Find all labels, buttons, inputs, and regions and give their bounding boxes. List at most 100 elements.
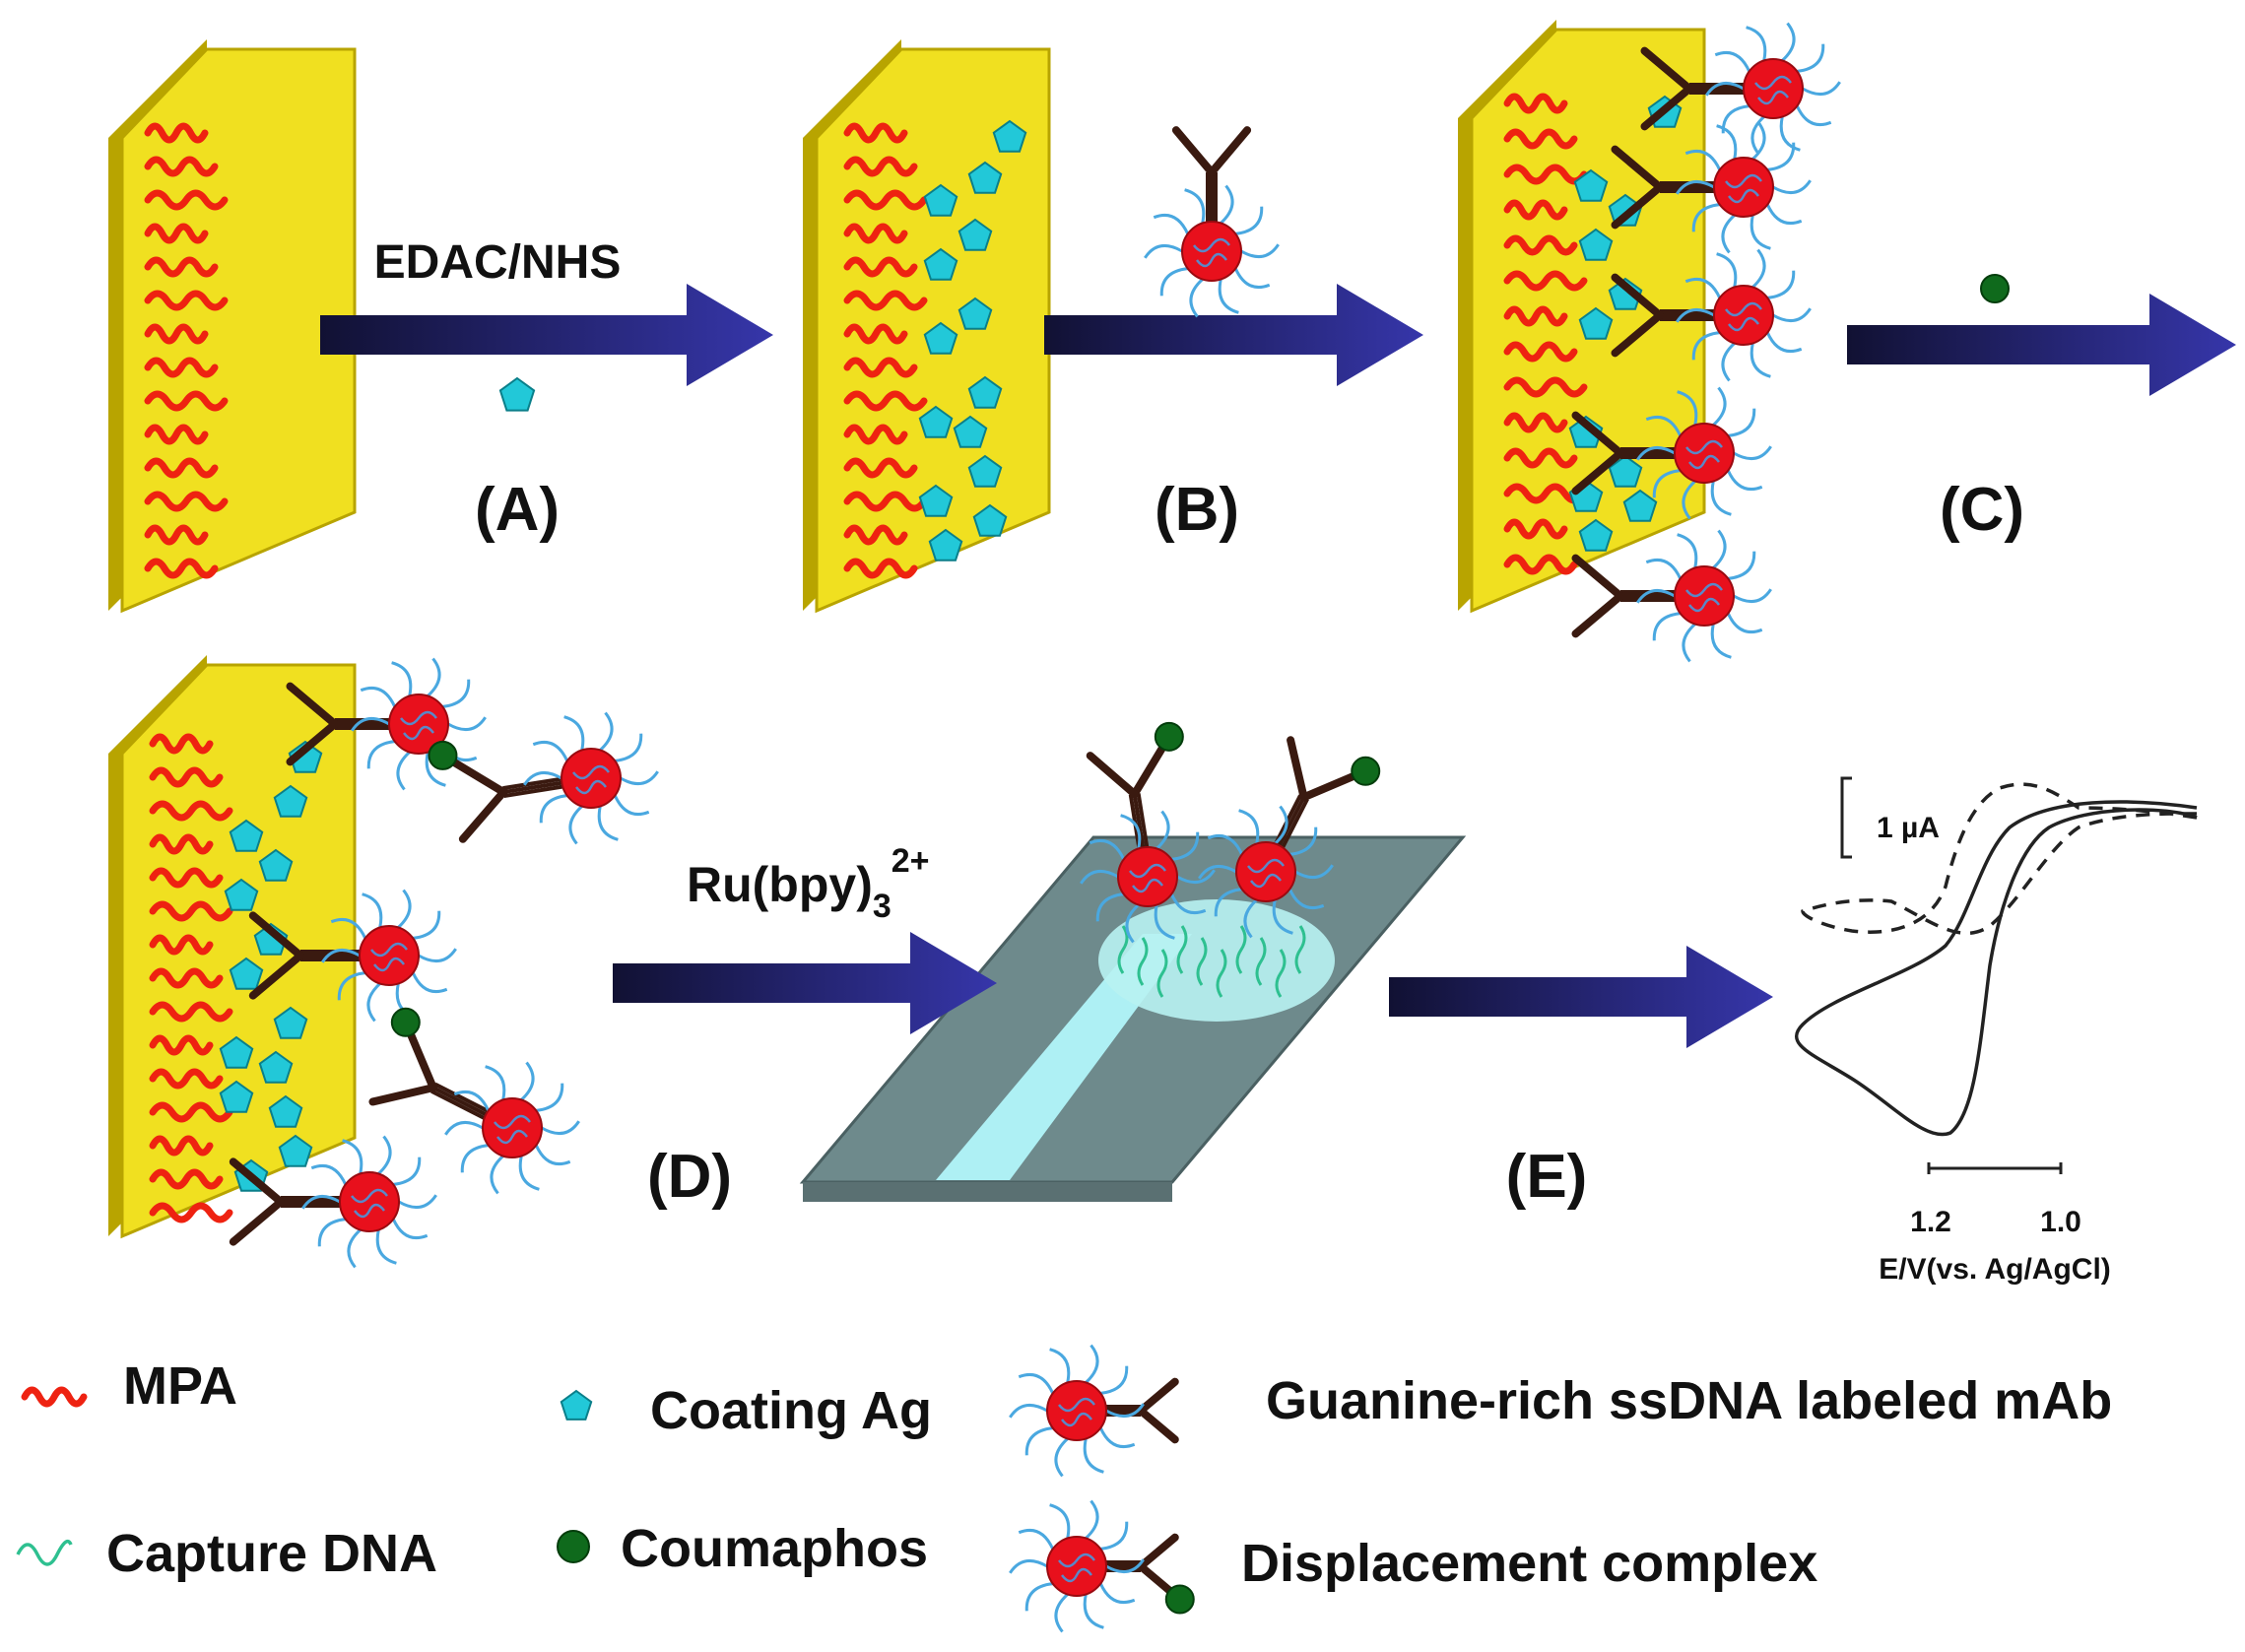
coating-ag-icon	[923, 183, 958, 217]
mpa-linker	[149, 967, 224, 989]
mpa-linker	[843, 189, 928, 211]
ssdna-strand	[1083, 1438, 1104, 1474]
ssdna-strand	[1726, 469, 1763, 492]
mpa-linker	[149, 766, 224, 788]
ssdna-strand	[1095, 892, 1124, 922]
ssdna-strand	[1779, 116, 1801, 152]
antibody-arm	[1640, 46, 1693, 93]
ssdna-coil	[496, 1129, 528, 1145]
ssdna-strand	[1751, 248, 1766, 289]
ssdna-strand	[1645, 558, 1683, 580]
antibody-arm	[248, 911, 304, 959]
arrow-step-d	[613, 932, 997, 1034]
ssdna-strand	[362, 892, 383, 928]
ssdna-strand	[1100, 1521, 1129, 1551]
ssdna-coil	[1725, 173, 1762, 189]
antibody-arm	[1137, 1377, 1179, 1415]
mab-nanoparticle	[1676, 248, 1812, 382]
ssdna-strand	[1009, 1403, 1048, 1419]
ssdna-strand	[1750, 215, 1771, 250]
ssdna-strand	[534, 1144, 571, 1166]
electrode-displacement	[108, 655, 659, 1269]
legend-capture-dna-icon	[16, 1539, 73, 1566]
capture-dna-strand	[1176, 925, 1188, 974]
mpa-linker	[144, 156, 219, 177]
coating-ag-icon	[219, 1035, 254, 1069]
legend-capture-dna-label: Capture DNA	[106, 1524, 437, 1583]
ssdna-strand	[1645, 415, 1683, 437]
nanoparticle-core	[1674, 565, 1735, 627]
ssdna-strand	[1712, 529, 1727, 569]
ssdna-strand	[1272, 899, 1293, 935]
mpa-linker	[843, 357, 918, 378]
mpa-linker	[144, 223, 209, 244]
ssdna-strand	[1218, 279, 1239, 314]
ssdna-strand	[520, 1061, 535, 1101]
step-d-reagent-sup: 2+	[891, 842, 930, 880]
ssdna-strand	[1120, 814, 1142, 849]
coating-ag-icon	[1578, 518, 1614, 552]
coumaphos-icon	[1351, 756, 1381, 786]
ssdna-strand	[1189, 278, 1204, 318]
ssdna-coil	[1132, 878, 1163, 893]
mab-nanoparticle	[1636, 386, 1772, 520]
ssdna-strand	[1728, 408, 1756, 437]
ssdna-strand	[1652, 612, 1681, 641]
ssdna-strand	[1054, 1593, 1069, 1633]
mpa-linker	[144, 390, 229, 412]
ssdna-strand	[1054, 1437, 1069, 1478]
nanoparticle-core	[1117, 846, 1178, 907]
ssdna-strand	[1098, 1582, 1136, 1605]
mab-nanoparticle	[1636, 529, 1772, 663]
mpa-linker	[1503, 341, 1578, 363]
step-a-reagent: EDAC/NHS	[374, 236, 622, 289]
antibody-arm	[248, 952, 304, 1000]
ssdna-strand	[360, 686, 397, 708]
mab-nanoparticle	[1080, 810, 1216, 944]
ssdna-coil	[572, 764, 610, 780]
mpa-linker	[144, 122, 209, 144]
coating-ag-icon	[928, 528, 963, 562]
ssdna-strand	[1677, 533, 1698, 568]
ssdna-strand	[1125, 903, 1140, 944]
ssdna-strand	[1733, 588, 1772, 604]
ssdna-strand	[444, 1120, 484, 1136]
capture-dna-icon	[16, 1539, 73, 1566]
ssdna-strand	[1105, 1558, 1145, 1574]
ssdna-strand	[1765, 203, 1803, 226]
mpa-linker	[144, 256, 219, 278]
antibody-arm	[1137, 1407, 1179, 1444]
legend-displacement-icon	[1009, 1499, 1195, 1633]
antibody-arm	[229, 1157, 285, 1206]
electrode-with-mab	[1458, 20, 1841, 663]
antibody-arm	[1640, 85, 1693, 131]
ssdna-strand	[1710, 481, 1732, 516]
mpa-linker	[1503, 554, 1578, 575]
coating-ag-icon	[918, 405, 954, 438]
ssdna-strand	[1802, 81, 1841, 97]
mpa-linker	[149, 1202, 233, 1223]
ssdna-strand	[1781, 22, 1796, 62]
ssdna-coil	[1725, 301, 1762, 317]
antibody-arm	[405, 1026, 437, 1092]
antibody-arm	[286, 720, 339, 766]
coumaphos-icon	[428, 740, 458, 770]
step-a-label: (A)	[475, 476, 560, 544]
mab-nanoparticle	[1009, 1499, 1145, 1633]
process-arrow	[613, 932, 997, 1034]
mpa-linker	[843, 256, 918, 278]
ssdna-strand	[1691, 203, 1720, 232]
nanoparticle-core	[359, 925, 420, 986]
mab-nanoparticle	[444, 1061, 580, 1195]
ssdna-strand	[523, 770, 562, 786]
coating-ag-icon	[278, 1134, 313, 1167]
ssdna-strand	[366, 740, 395, 769]
ssdna-strand	[1274, 805, 1288, 845]
ssdna-strand	[1235, 206, 1264, 235]
ssdna-strand	[1750, 343, 1771, 378]
ssdna-strand	[613, 794, 650, 817]
coating-ag-icon	[229, 957, 264, 990]
mpa-linker	[843, 524, 908, 546]
coating-ag-icon	[967, 375, 1003, 409]
